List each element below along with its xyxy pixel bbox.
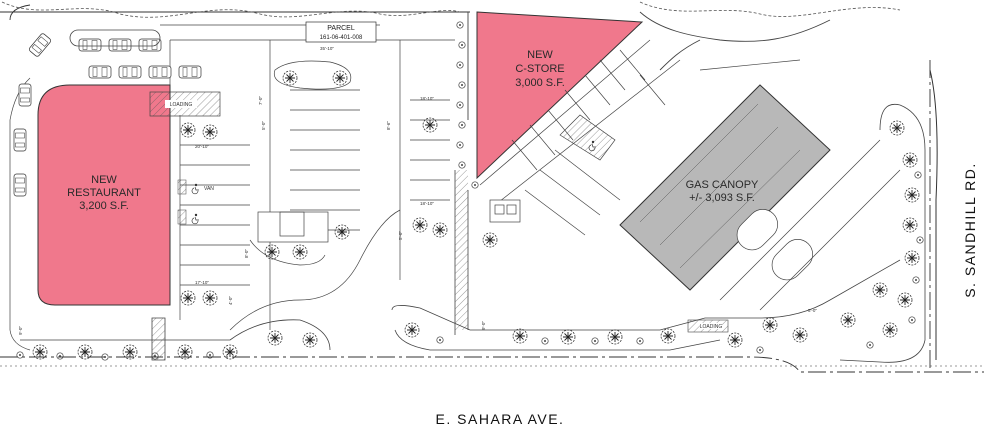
tree-row-top-right: [639, 1, 901, 17]
dimension-label: 5'-0": [808, 308, 817, 313]
gas-canopy: GAS CANOPY +/- 3,093 S.F.: [619, 84, 831, 291]
accessible-stalls-west: VAN: [177, 179, 214, 225]
dimension-label: 35'-10": [320, 46, 334, 51]
loading-label-west: LOADING: [170, 102, 193, 108]
cstore-area: 3,000 S.F.: [515, 77, 565, 89]
dimension-label: 5'-0": [398, 231, 403, 240]
restaurant-building: NEW RESTAURANT 3,200 S.F.: [37, 84, 171, 306]
cstore-name-line2: C-STORE: [515, 63, 564, 75]
parcel-number: 161-06-401-008: [320, 35, 363, 41]
restaurant-name-line1: NEW: [91, 174, 117, 186]
dimension-label: 18'-10": [420, 201, 434, 206]
dimension-label: 4'-0": [228, 296, 233, 305]
pump-dispensers: [489, 199, 521, 223]
south-planters: [20, 259, 901, 351]
trees-south-west: [16, 330, 318, 361]
dimension-label: 20'-10": [195, 144, 209, 149]
van-label-west: VAN: [204, 186, 214, 192]
restaurant-name-line2: RESTAURANT: [67, 187, 141, 199]
driveway-north: [467, 11, 831, 120]
tree-row-top: [1, 1, 461, 18]
east-loading-zone: LOADING: [687, 319, 729, 333]
dimension-label: 17'-10": [195, 280, 209, 285]
fuel-area-parking: [479, 39, 801, 236]
dimension-label: 18'-10": [420, 96, 434, 101]
center-island: [249, 60, 352, 266]
loading-label-east: LOADING: [700, 324, 723, 330]
parcel-title: PARCEL: [327, 25, 355, 32]
dimension-label: 9'-0": [18, 326, 23, 335]
dimension-label: 8'-0": [244, 249, 249, 258]
dimension-label: 7'-0": [258, 96, 263, 105]
trees-east: [866, 120, 924, 349]
driveway-south: [151, 170, 469, 361]
trees-parking-islands: [180, 21, 498, 306]
dimension-label: 8'-6": [386, 121, 391, 130]
street-label-south: E. SAHARA AVE.: [436, 411, 565, 427]
restaurant-area: 3,200 S.F.: [79, 200, 129, 212]
canopy-area: +/- 3,093 S.F.: [689, 192, 755, 204]
trees-south-middle: [404, 282, 888, 354]
dimension-label: 5'-0": [261, 121, 266, 130]
parking-pod-nw: [13, 29, 202, 197]
parcel-label: PARCEL 161-06-401-008: [305, 21, 377, 43]
cstore-name-line1: NEW: [527, 49, 553, 61]
parking-west: [9, 24, 455, 351]
canopy-name: GAS CANOPY: [686, 179, 759, 191]
dimension-labels: 35'-10" 18'-10" 18'-10" 20'-10" 17'-10" …: [18, 46, 817, 335]
cstore-building: NEW C-STORE 3,000 S.F.: [476, 11, 644, 180]
street-label-east: S. SANDHILL RD.: [962, 162, 978, 298]
east-landscape-island: [839, 103, 926, 363]
restaurant-loading-zone: LOADING: [149, 91, 221, 117]
property-lines: [0, 4, 984, 373]
dimension-label: 9'-0": [481, 321, 486, 330]
pump-islands-east: [719, 139, 901, 311]
